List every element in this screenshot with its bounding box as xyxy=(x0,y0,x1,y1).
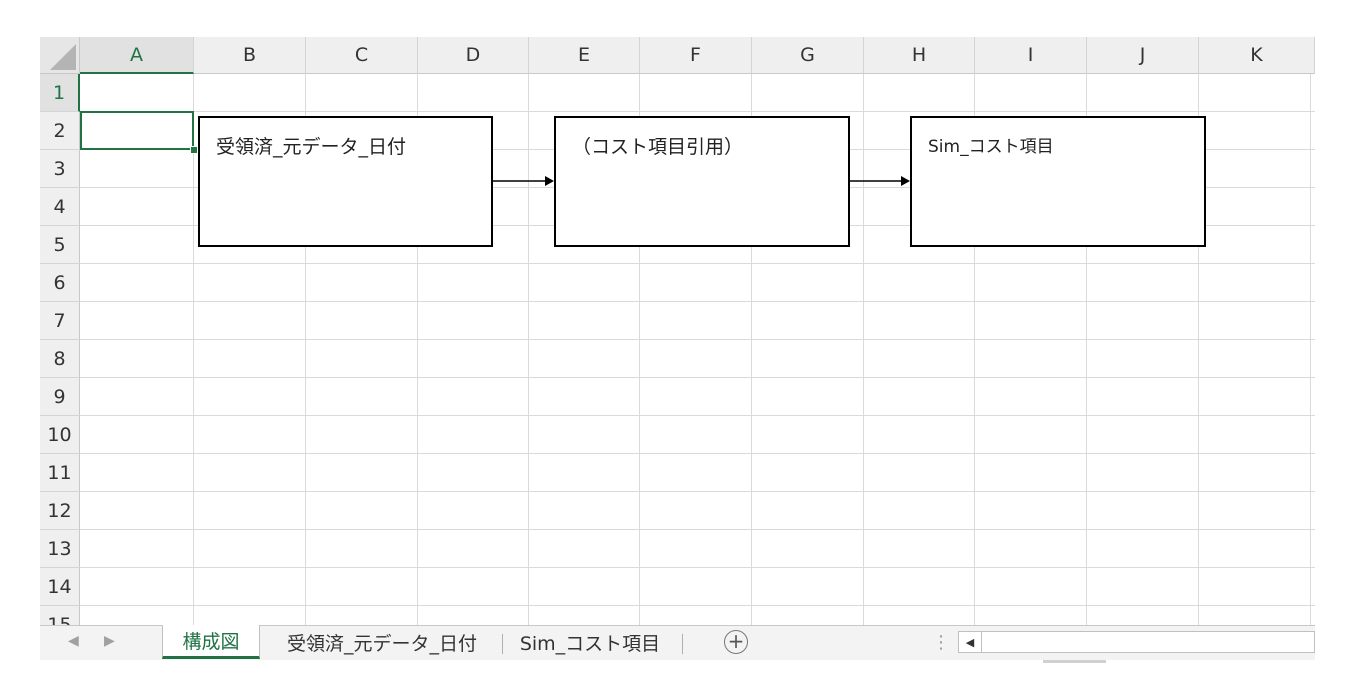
arrowhead-icon xyxy=(545,176,554,186)
gridline xyxy=(80,377,1315,378)
gridline xyxy=(1310,74,1311,625)
gridline xyxy=(863,74,864,625)
sheet-tab-bar: ◀ ▶ 構成図 受領済_元データ_日付 Sim_コスト項目 + ⋮ ◀ xyxy=(40,625,1315,660)
gridline xyxy=(80,453,1315,454)
diagram-box-source-data[interactable]: 受領済_元データ_日付 xyxy=(198,116,493,247)
gridline xyxy=(80,605,1315,606)
row-header-13[interactable]: 13 xyxy=(40,530,80,568)
gridline xyxy=(417,74,418,625)
row-header-14[interactable]: 14 xyxy=(40,568,80,606)
gridline xyxy=(528,74,529,625)
column-header-f[interactable]: F xyxy=(640,37,752,74)
add-sheet-icon[interactable]: + xyxy=(724,630,748,654)
select-all-button[interactable] xyxy=(40,37,80,74)
gridline xyxy=(80,567,1315,568)
gridline xyxy=(305,74,306,625)
row-header-6[interactable]: 6 xyxy=(40,264,80,302)
column-header-b[interactable]: B xyxy=(194,37,306,74)
sheet-tab-diagram[interactable]: 構成図 xyxy=(162,625,260,659)
scroll-left-icon[interactable]: ◀ xyxy=(959,632,982,652)
selected-cell-a1[interactable] xyxy=(80,111,194,150)
diagram-box-label: （コスト項目引用） xyxy=(572,136,744,158)
select-all-triangle-icon xyxy=(50,44,76,70)
gridline xyxy=(80,263,1315,264)
gridline xyxy=(80,529,1315,530)
row-header-8[interactable]: 8 xyxy=(40,340,80,378)
scrollbar-thumb[interactable] xyxy=(1043,660,1106,663)
split-handle-icon[interactable]: ⋮ xyxy=(932,632,950,653)
column-header-c[interactable]: C xyxy=(306,37,418,74)
diagram-box-sim-cost[interactable]: Sim_コスト項目 xyxy=(910,116,1206,247)
gridline xyxy=(80,111,1315,112)
row-header-11[interactable]: 11 xyxy=(40,454,80,492)
gridline xyxy=(193,74,194,625)
spreadsheet-grid[interactable]: A B C D E F G H I J K 1 2 3 4 5 6 7 8 9 … xyxy=(40,37,1315,625)
tab-separator xyxy=(682,634,683,654)
sheet-tab-sim-cost[interactable]: Sim_コスト項目 xyxy=(519,632,661,655)
row-header-5[interactable]: 5 xyxy=(40,226,80,264)
gridline xyxy=(80,491,1315,492)
column-header-i[interactable]: I xyxy=(975,37,1087,74)
row-header-10[interactable]: 10 xyxy=(40,416,80,454)
gridline xyxy=(80,301,1315,302)
fill-handle[interactable] xyxy=(190,146,198,154)
triangle-left-icon[interactable]: ◀ xyxy=(68,633,79,649)
gridline xyxy=(80,415,1315,416)
gridline xyxy=(639,74,640,625)
row-header-9[interactable]: 9 xyxy=(40,378,80,416)
column-header-g[interactable]: G xyxy=(752,37,864,74)
gridline xyxy=(1198,74,1199,625)
gridline xyxy=(80,339,1315,340)
column-header-d[interactable]: D xyxy=(418,37,529,74)
column-header-j[interactable]: J xyxy=(1087,37,1199,74)
gridline xyxy=(974,74,975,625)
horizontal-scrollbar[interactable]: ◀ xyxy=(958,631,1315,653)
row-header-12[interactable]: 12 xyxy=(40,492,80,530)
column-header-k[interactable]: K xyxy=(1199,37,1315,74)
gridline xyxy=(1086,74,1087,625)
row-header-2[interactable]: 2 xyxy=(40,112,80,150)
column-header-e[interactable]: E xyxy=(529,37,640,74)
gridline xyxy=(751,74,752,625)
row-header-3[interactable]: 3 xyxy=(40,150,80,188)
sheet-tab-source-data[interactable]: 受領済_元データ_日付 xyxy=(286,632,477,655)
column-header-a[interactable]: A xyxy=(80,37,194,74)
tab-separator xyxy=(502,634,503,654)
column-header-h[interactable]: H xyxy=(864,37,975,74)
row-header-1[interactable]: 1 xyxy=(40,74,80,112)
diagram-box-label: Sim_コスト項目 xyxy=(928,137,1054,157)
diagram-box-cost-reference[interactable]: （コスト項目引用） xyxy=(554,116,850,247)
arrowhead-icon xyxy=(901,176,910,186)
diagram-box-label: 受領済_元データ_日付 xyxy=(216,136,407,158)
row-header-4[interactable]: 4 xyxy=(40,188,80,226)
row-header-15[interactable]: 15 xyxy=(40,606,80,625)
triangle-right-icon[interactable]: ▶ xyxy=(104,633,115,649)
row-header-7[interactable]: 7 xyxy=(40,302,80,340)
diagram-connectors xyxy=(493,176,910,186)
